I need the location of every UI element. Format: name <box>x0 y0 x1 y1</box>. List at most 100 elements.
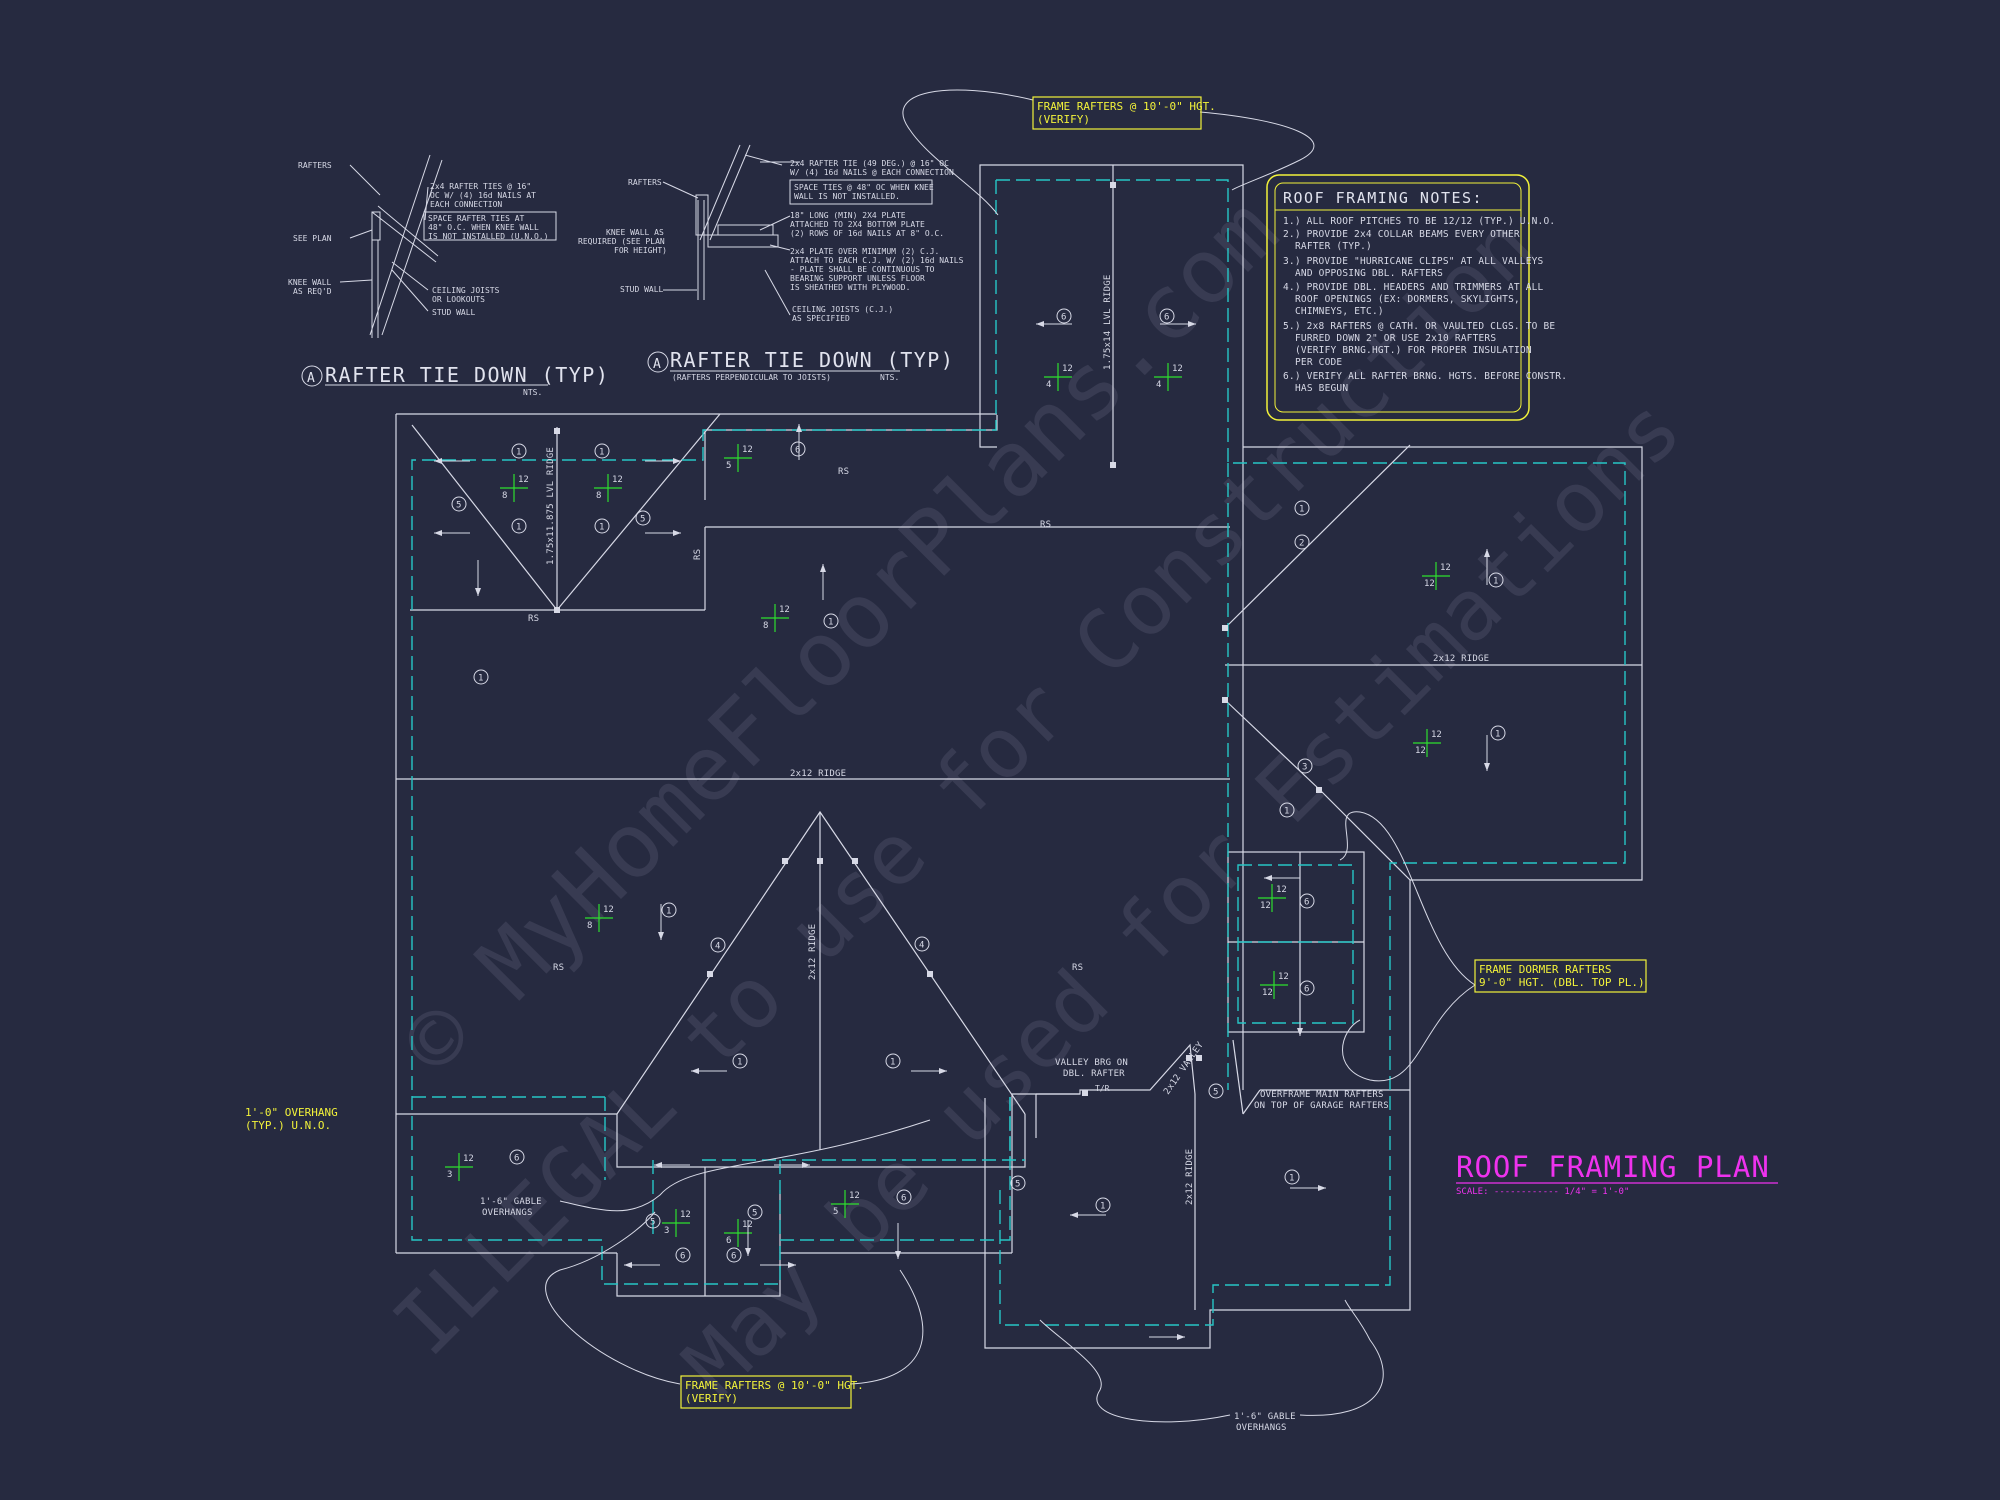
direction-arrow <box>645 530 681 536</box>
rafter-tag: 5 <box>1208 1083 1224 1099</box>
rafter-tag: 5 <box>645 1213 661 1229</box>
pitch-mark: 128 <box>594 474 623 502</box>
valley-brg-line-1: VALLEY BRG ON <box>1055 1058 1128 1068</box>
notes-line-13: 6.) VERIFY ALL RAFTER BRNG. HGTS. BEFORE… <box>1283 371 1567 382</box>
rafter-tag-number: 1 <box>516 448 521 458</box>
cj-line-1: CEILING JOISTS (C.J.) <box>792 305 893 314</box>
rafter-tag-number: 5 <box>650 1218 655 1228</box>
rafter-tag-number: 1 <box>890 1058 895 1068</box>
detail-left <box>301 154 557 387</box>
pitch-rise: 12 <box>518 475 529 485</box>
direction-arrow <box>645 458 681 464</box>
rafter-tag-number: 6 <box>795 446 800 456</box>
rafter-tag: 1 <box>594 443 610 459</box>
rafter-tag: 2 <box>1294 534 1310 550</box>
callout-bottom: FRAME RAFTERS @ 10'-0" HGT. (VERIFY) <box>680 1375 864 1409</box>
plate-line-1: 18" LONG (MIN) 2X4 PLATE <box>790 211 906 220</box>
rafter-tag: 5 <box>451 496 467 512</box>
pitch-mark: 125 <box>724 444 753 472</box>
rafter-tag: 3 <box>1297 758 1313 774</box>
plate-line-2: ATTACHED TO 2X4 BOTTOM PLATE <box>790 220 925 229</box>
rafter-tag: 5 <box>1010 1175 1026 1191</box>
pitch-rise: 12 <box>1062 364 1073 374</box>
pitch-run: 12 <box>1415 746 1426 756</box>
rafter-tag: 6 <box>1159 308 1175 324</box>
direction-arrow <box>434 458 470 464</box>
title-block: ROOF FRAMING PLAN SCALE: ------------ 1/… <box>1456 1150 1778 1197</box>
pitch-run: 12 <box>1262 988 1273 998</box>
notes-line-8: CHIMNEYS, ETC.) <box>1295 306 1384 317</box>
detail-right-text: RAFTERS KNEE WALL AS REQUIRED (SEE PLAN … <box>578 159 964 382</box>
label-knee-wall-right: KNEE WALL AS <box>606 228 664 237</box>
rafter-tag: 1 <box>1284 1169 1300 1185</box>
direction-arrow <box>624 1262 660 1268</box>
rs-label-6: RS <box>693 549 703 560</box>
ridge-nodes <box>554 182 1322 1096</box>
direction-arrow <box>1297 1000 1303 1036</box>
pitch-run: 5 <box>726 461 731 471</box>
garage-ridge-label: 2x12 RIDGE <box>1185 1149 1195 1205</box>
callout-top-line-1: FRAME RAFTERS @ 10'-0" HGT. <box>1037 100 1216 113</box>
pitch-rise: 12 <box>849 1191 860 1201</box>
rs-label-2: RS <box>1040 520 1051 530</box>
rafter-tag-number: 6 <box>901 1194 906 1204</box>
roof-framing-notes: ROOF FRAMING NOTES: 1.) ALL ROOF PITCHES… <box>1266 174 1567 421</box>
label-stud-wall: STUD WALL <box>432 308 476 317</box>
rs-label-5: RS <box>1072 963 1083 973</box>
detail-scale-right: NTS. <box>880 373 899 382</box>
plate2-line-5: IS SHEATHED WITH PLYWOOD. <box>790 283 910 292</box>
plate2-line-4: BEARING SUPPORT UNLESS FLOOR <box>790 274 925 283</box>
rafter-tag-number: 1 <box>1284 807 1289 817</box>
detail-title-right: RAFTER TIE DOWN (TYP) <box>670 348 954 372</box>
notes-line-12: PER CODE <box>1295 357 1342 368</box>
rafter-tag-number: 6 <box>1304 985 1309 995</box>
detail-left-text: RAFTERS SEE PLAN KNEE WALL AS REQ'D CEIL… <box>288 161 608 397</box>
pitch-mark: 128 <box>585 904 614 932</box>
valley-brg-line-2: DBL. RAFTER <box>1063 1069 1125 1079</box>
box-right-1: SPACE TIES @ 48" OC WHEN KNEE <box>794 183 934 192</box>
tr-label: T/R <box>1095 1084 1110 1093</box>
direction-arrow <box>1036 321 1072 327</box>
detail-marker-right: A <box>653 357 662 372</box>
notes-line-11: (VERIFY BRNG.HGT.) FOR PROPER INSULATION <box>1295 345 1532 356</box>
rafter-tag-number: 1 <box>516 523 521 533</box>
notes-line-5: AND OPPOSING DBL. RAFTERS <box>1295 268 1443 279</box>
rafter-tag-number: 5 <box>456 501 461 511</box>
rafter-tag: 6 <box>675 1247 691 1263</box>
pitch-run: 12 <box>1260 901 1271 911</box>
pitch-run: 8 <box>502 491 507 501</box>
callout-top-line-2: (VERIFY) <box>1037 113 1090 126</box>
notes-line-7: ROOF OPENINGS (EX: DORMERS, SKYLIGHTS, <box>1295 294 1520 305</box>
notes-line-2: 2.) PROVIDE 2x4 COLLAR BEAMS EVERY OTHER <box>1283 229 1520 240</box>
notes-line-14: HAS BEGUN <box>1295 383 1348 394</box>
box-line-2: 48" O.C. WHEN KNEE WALL <box>428 223 539 232</box>
direction-arrow <box>1290 1185 1326 1191</box>
rafter-tag: 6 <box>1056 308 1072 324</box>
pitch-run: 12 <box>1424 579 1435 589</box>
pitch-rise: 12 <box>1431 730 1442 740</box>
rafter-tag-number: 1 <box>737 1058 742 1068</box>
rs-label-3: RS <box>528 614 539 624</box>
rafter-tag: 1 <box>511 518 527 534</box>
pitch-mark: 128 <box>761 604 790 632</box>
east-ridge-label: 2x12 RIDGE <box>1433 654 1489 664</box>
rafter-tag-number: 1 <box>828 618 833 628</box>
detail-subtitle-right: (RAFTERS PERPENDICULAR TO JOISTS) <box>672 373 831 382</box>
rafter-tag-number: 6 <box>1061 313 1066 323</box>
rafter-tag: 5 <box>635 510 651 526</box>
gable-south-line-2: OVERHANGS <box>1236 1423 1287 1433</box>
rafter-tag-number: 1 <box>1299 505 1304 515</box>
direction-arrow <box>796 424 802 460</box>
plan-scale: SCALE: ------------ 1/4" = 1'-0" <box>1456 1187 1629 1197</box>
rafter-tag: 4 <box>914 936 930 952</box>
rafter-tag-number: 4 <box>919 941 924 951</box>
rafter-tag-number: 1 <box>599 523 604 533</box>
rafter-tag-number: 6 <box>731 1252 736 1262</box>
pitch-run: 3 <box>447 1170 452 1180</box>
pitch-mark: 12 12 <box>1413 729 1442 757</box>
pitch-mark: 124 <box>1154 363 1183 391</box>
rafter-tag: 1 <box>594 518 610 534</box>
direction-arrow <box>911 1068 947 1074</box>
pitch-symbols: 1281281241241251281212121212812312312612… <box>445 363 1451 1247</box>
